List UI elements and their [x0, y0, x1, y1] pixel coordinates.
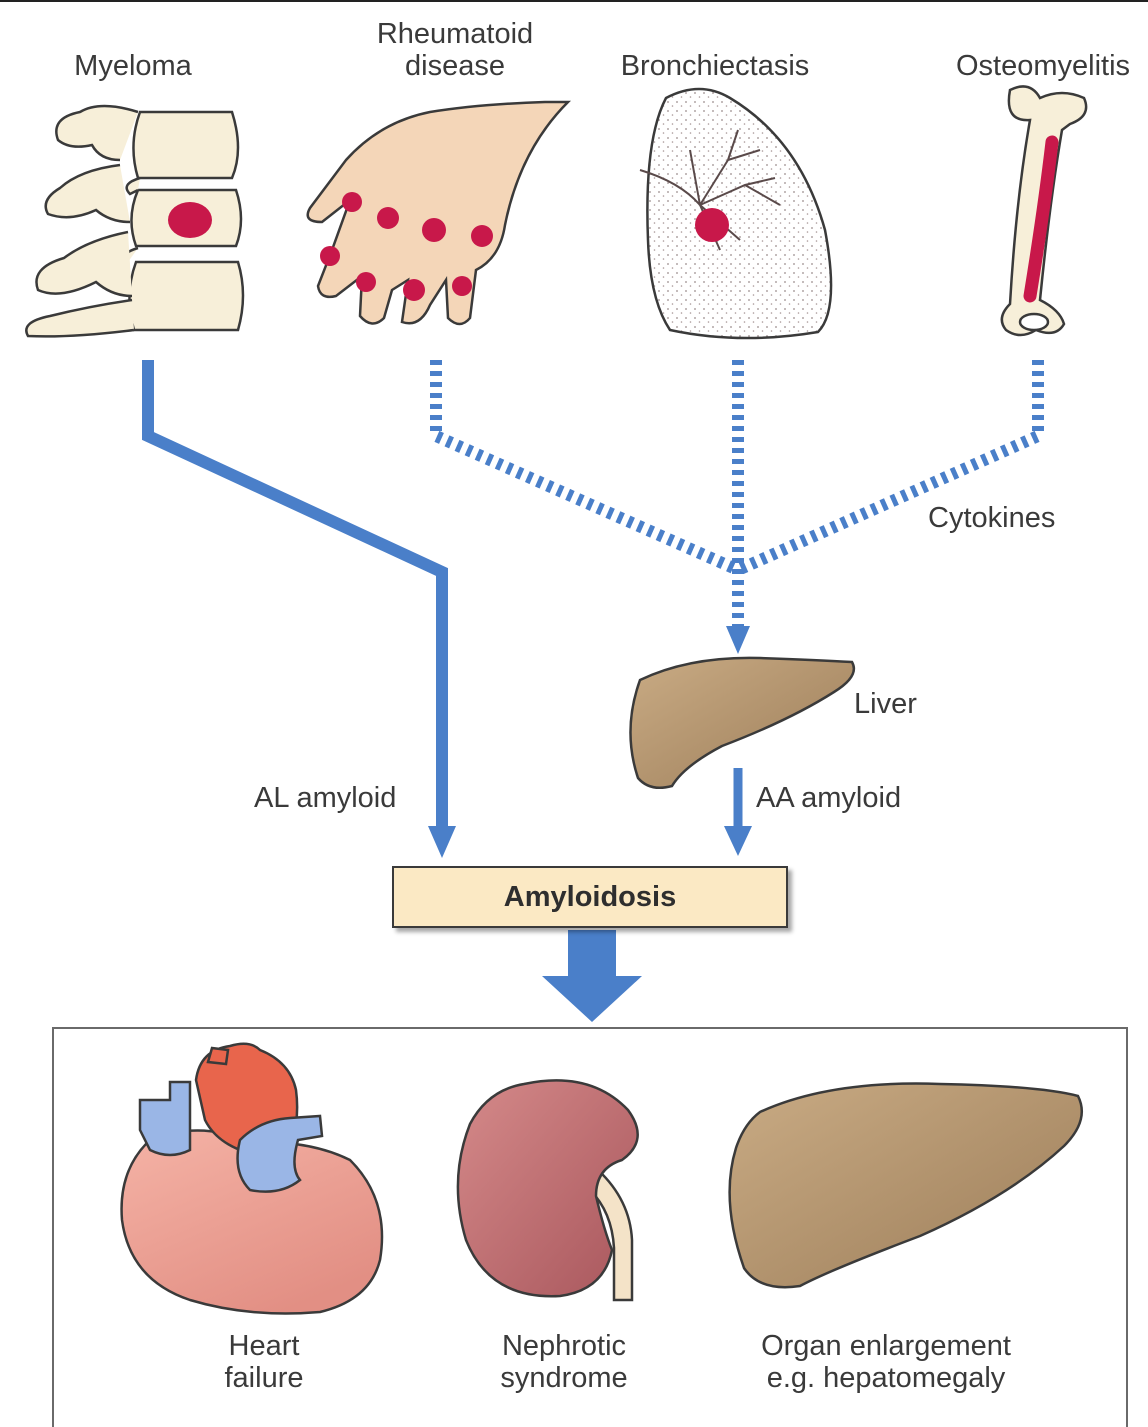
cytokine-arrowhead: [726, 626, 750, 654]
aa-arrowhead: [724, 826, 752, 856]
amyloidosis-box: Amyloidosis: [392, 866, 788, 928]
al-arrowhead: [428, 826, 456, 858]
label-myeloma: Myeloma: [58, 50, 208, 82]
label-rheumatoid: Rheumatoid disease: [360, 18, 550, 82]
al-pathway: [148, 360, 442, 828]
spine-illustration: [26, 106, 243, 336]
label-nephrotic-syndrome: Nephrotic syndrome: [464, 1330, 664, 1394]
label-liver: Liver: [854, 688, 917, 720]
amyloidosis-label: Amyloidosis: [504, 881, 676, 914]
big-down-arrow: [542, 930, 642, 1022]
label-bronchiectasis: Bronchiectasis: [600, 50, 830, 82]
label-organ-enlargement: Organ enlargement e.g. hepatomegaly: [736, 1330, 1036, 1394]
femur-illustration: [1002, 86, 1086, 335]
hand-illustration: [308, 102, 568, 324]
label-osteomyelitis: Osteomyelitis: [940, 50, 1146, 82]
label-heart-failure: Heart failure: [184, 1330, 344, 1394]
cytokine-pathways: [436, 360, 1038, 628]
label-cytokines: Cytokines: [928, 502, 1055, 534]
label-al-amyloid: AL amyloid: [254, 782, 396, 814]
label-aa-amyloid: AA amyloid: [756, 782, 901, 814]
lung-illustration: [640, 89, 831, 338]
